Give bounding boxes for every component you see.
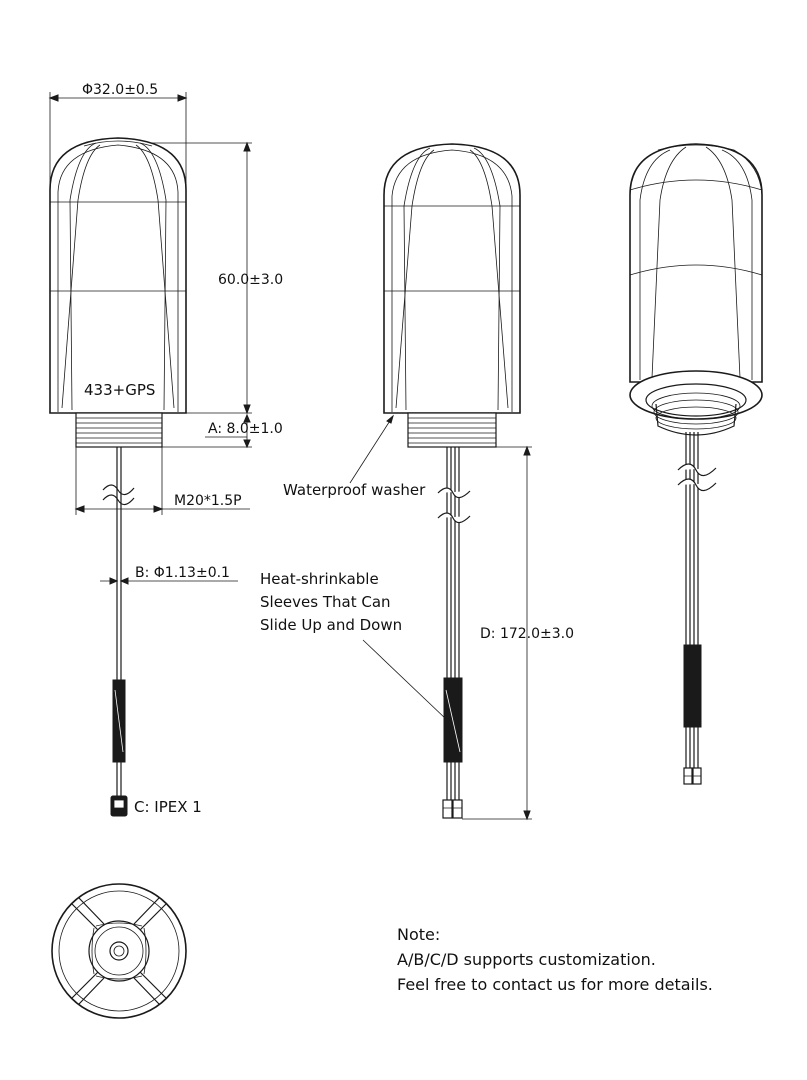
note-block: Note: A/B/C/D supports customization. Fe… [397,922,713,997]
label-connector: C: IPEX 1 [134,798,202,816]
dim-thread: M20*1.5P [174,493,242,509]
dim-height: 60.0±3.0 [218,272,283,288]
dim-cable-length: D: 172.0±3.0 [480,626,574,642]
note-line-2: Feel free to contact us for more details… [397,975,713,994]
dim-diameter: Φ32.0±0.5 [82,82,158,98]
note-line-1: A/B/C/D supports customization. [397,950,656,969]
front-view-dimensioned: Φ32.0±0.5 60.0±3.0 A: 8.0±1.0 M20*1.5P B… [48,82,283,817]
perspective-view [629,143,763,785]
callout-sleeve-line3: Slide Up and Down [260,616,402,634]
note-title: Note: [397,925,441,944]
side-view-cable-length: Waterproof washer Heat-shrinkable Sleeve… [260,143,574,821]
dim-cable-diameter: B: Φ1.13±0.1 [135,565,230,581]
callout-sleeve-line1: Heat-shrinkable [260,570,379,588]
top-view [51,883,187,1019]
callout-washer: Waterproof washer [283,481,426,499]
callout-sleeve-line2: Sleeves That Can [260,593,391,611]
product-label: 433+GPS [84,381,155,399]
dim-thread-length: A: 8.0±1.0 [208,421,283,437]
